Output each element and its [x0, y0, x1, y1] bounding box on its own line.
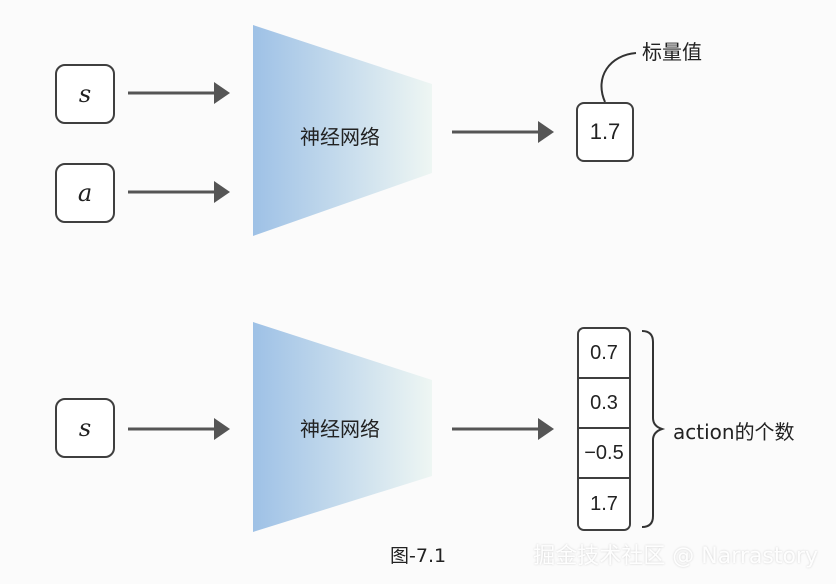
- bottom-state-input-box: s: [55, 398, 115, 458]
- action-value-cell: 1.7: [579, 479, 629, 529]
- action-value-1: 0.3: [590, 391, 618, 414]
- bottom-neural-network-label: 神经网络: [300, 417, 380, 441]
- arrow-a-to-top-network: [128, 181, 230, 203]
- scalar-output-box: 1.7: [576, 102, 634, 162]
- scalar-output-value: 1.7: [589, 119, 621, 144]
- action-value-3: 1.7: [590, 492, 618, 515]
- bottom-neural-network-shape: [253, 322, 432, 532]
- action-input-box: a: [55, 163, 115, 223]
- action-count-annotation: action的个数: [673, 420, 795, 444]
- action-value-cell: −0.5: [579, 429, 629, 479]
- arrow-s-to-top-network: [128, 82, 230, 104]
- action-value-cell: 0.3: [579, 379, 629, 429]
- action-value-0: 0.7: [590, 341, 618, 364]
- arrow-top-network-to-output: [452, 121, 554, 143]
- action-count-bracket: [641, 330, 666, 528]
- action-input-label: a: [77, 179, 93, 207]
- scalar-output-annotation: 标量值: [642, 40, 702, 64]
- figure-caption: 图-7.1: [390, 545, 447, 567]
- action-value-cell: 0.7: [579, 329, 629, 379]
- watermark-text: 掘金技术社区 @ Narrastory: [533, 544, 818, 569]
- bottom-state-input-label: s: [78, 414, 92, 442]
- scalar-annotation-connector: [600, 52, 637, 103]
- action-value-2: −0.5: [584, 441, 624, 464]
- arrow-s-to-bottom-network: [128, 418, 230, 440]
- top-neural-network-shape: [253, 25, 432, 236]
- top-state-input-box: s: [55, 64, 115, 124]
- top-neural-network-label: 神经网络: [300, 125, 380, 149]
- top-state-input-label: s: [78, 80, 92, 108]
- arrow-bottom-network-to-vector: [452, 418, 554, 440]
- action-value-vector: 0.7 0.3 −0.5 1.7: [577, 327, 631, 531]
